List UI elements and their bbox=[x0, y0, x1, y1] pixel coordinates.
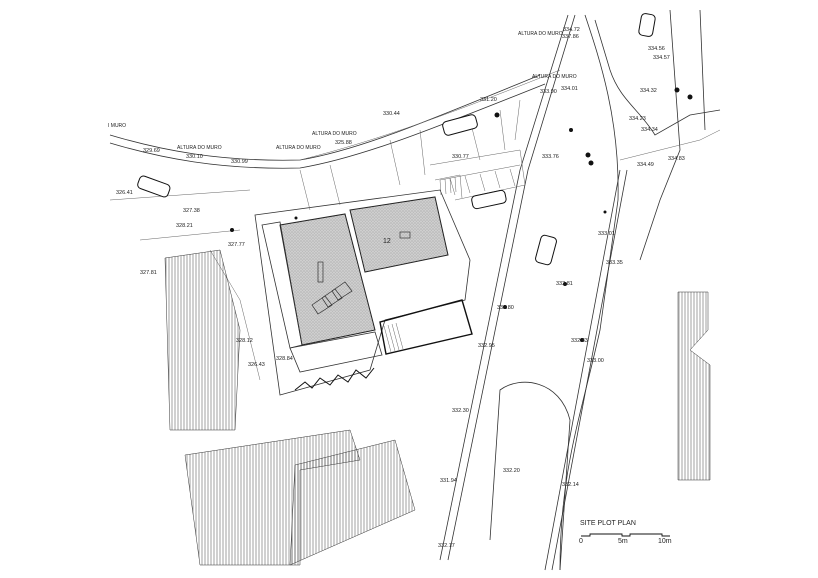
elevation-label: 332.80 bbox=[497, 305, 514, 311]
elevation-label: 334.83 bbox=[668, 156, 685, 162]
elevation-label: 331.20 bbox=[480, 97, 497, 103]
building-roof-secondary bbox=[349, 196, 449, 273]
wall-note: ALTURA DO MURO bbox=[276, 145, 321, 151]
elevation-label: 334.56 bbox=[648, 46, 665, 52]
elevation-label: 328.84 bbox=[276, 356, 293, 362]
elevation-label: 332.14 bbox=[562, 482, 579, 488]
room-number: 12 bbox=[383, 238, 391, 245]
elevation-label: 325.88 bbox=[335, 140, 352, 146]
road-edge-left bbox=[439, 14, 569, 561]
wall-note: ALTURA DO MURO bbox=[532, 74, 577, 80]
elevation-label: 326.41 bbox=[116, 190, 133, 196]
elevation-label: 330.99 bbox=[231, 159, 248, 165]
road-edge-left-2 bbox=[447, 14, 576, 561]
scale-tick: 5m bbox=[618, 538, 628, 545]
elevation-label: 334.32 bbox=[640, 88, 657, 94]
elevation-label: 331.94 bbox=[440, 478, 457, 484]
elevation-label: 333.90 bbox=[540, 89, 557, 95]
elevation-label: 330.10 bbox=[186, 154, 203, 160]
elevation-label: 337.86 bbox=[562, 34, 579, 40]
elevation-label: 333.35 bbox=[606, 260, 623, 266]
road-edge-right-2 bbox=[551, 169, 628, 571]
terrace-bottom bbox=[289, 331, 383, 373]
elevation-label: 327.81 bbox=[140, 270, 157, 276]
road-edge-right bbox=[544, 169, 621, 571]
scale-tick: 10m bbox=[658, 538, 672, 545]
elevation-label: 327.77 bbox=[228, 242, 245, 248]
pool bbox=[379, 299, 473, 355]
pool-steps bbox=[383, 322, 404, 353]
survey-points bbox=[230, 87, 693, 342]
elevation-label: 334.49 bbox=[637, 162, 654, 168]
stairs bbox=[434, 174, 463, 199]
elevation-label: 333.76 bbox=[542, 154, 559, 160]
elevation-label: 332.83 bbox=[571, 338, 588, 344]
elevation-label: 334.57 bbox=[653, 55, 670, 61]
contour-lines bbox=[109, 99, 521, 381]
elevation-label: 333.01 bbox=[598, 231, 615, 237]
elevation-label: 334.34 bbox=[641, 127, 658, 133]
elevation-label: 334.01 bbox=[561, 86, 578, 92]
elevation-label: 334.23 bbox=[629, 116, 646, 122]
wall-note: ALTURA DO MURO bbox=[177, 145, 222, 151]
wall-note: ALTURA DO MURO bbox=[312, 131, 357, 137]
wall-note: ALTURA DO MURO bbox=[518, 31, 563, 37]
scale-tick: 0 bbox=[579, 538, 583, 545]
parking-curve bbox=[489, 381, 571, 571]
side-road-line-3 bbox=[699, 9, 706, 131]
hatched-terrain-left bbox=[164, 249, 241, 431]
parking-stalls bbox=[439, 164, 521, 196]
car-icon bbox=[137, 13, 656, 266]
elevation-label: 332.95 bbox=[478, 343, 495, 349]
elevation-label: 332.81 bbox=[556, 281, 573, 287]
elevation-label: 333.00 bbox=[587, 358, 604, 364]
elevation-label: 328.21 bbox=[176, 223, 193, 229]
scale-block: SITE PLOT PLAN 0 5m 10m bbox=[579, 520, 672, 545]
solar-panels bbox=[311, 231, 411, 315]
wall-note: I MURO bbox=[108, 123, 126, 129]
elevation-label: 327.38 bbox=[183, 208, 200, 214]
side-road-line-2 bbox=[639, 9, 681, 261]
scale-bar bbox=[581, 533, 670, 537]
elevation-label: 330.77 bbox=[452, 154, 469, 160]
property-line-2 bbox=[429, 149, 526, 201]
side-road-line-4 bbox=[619, 129, 721, 161]
elevation-label: 328.12 bbox=[236, 338, 253, 344]
elevation-label: 326.43 bbox=[248, 362, 265, 368]
hatched-terrain-right bbox=[677, 291, 711, 481]
terrace bbox=[261, 221, 303, 349]
elevation-label: 332.20 bbox=[503, 468, 520, 474]
elevation-label: 329.69 bbox=[143, 148, 160, 154]
elevation-label: 332.17 bbox=[438, 543, 455, 549]
hatched-terrain-bottom-2 bbox=[289, 439, 416, 566]
elevation-label: 330.44 bbox=[383, 111, 400, 117]
elevation-label: 334.72 bbox=[563, 27, 580, 33]
elevation-label: 332.30 bbox=[452, 408, 469, 414]
boundary-wall-line-outer bbox=[299, 69, 561, 161]
side-road-line bbox=[594, 19, 721, 136]
plan-title: SITE PLOT PLAN bbox=[580, 520, 636, 527]
rubble-wall bbox=[294, 367, 375, 391]
elevation-labels: 334.72 337.86 334.56 334.57 334.32 334.0… bbox=[116, 27, 685, 549]
